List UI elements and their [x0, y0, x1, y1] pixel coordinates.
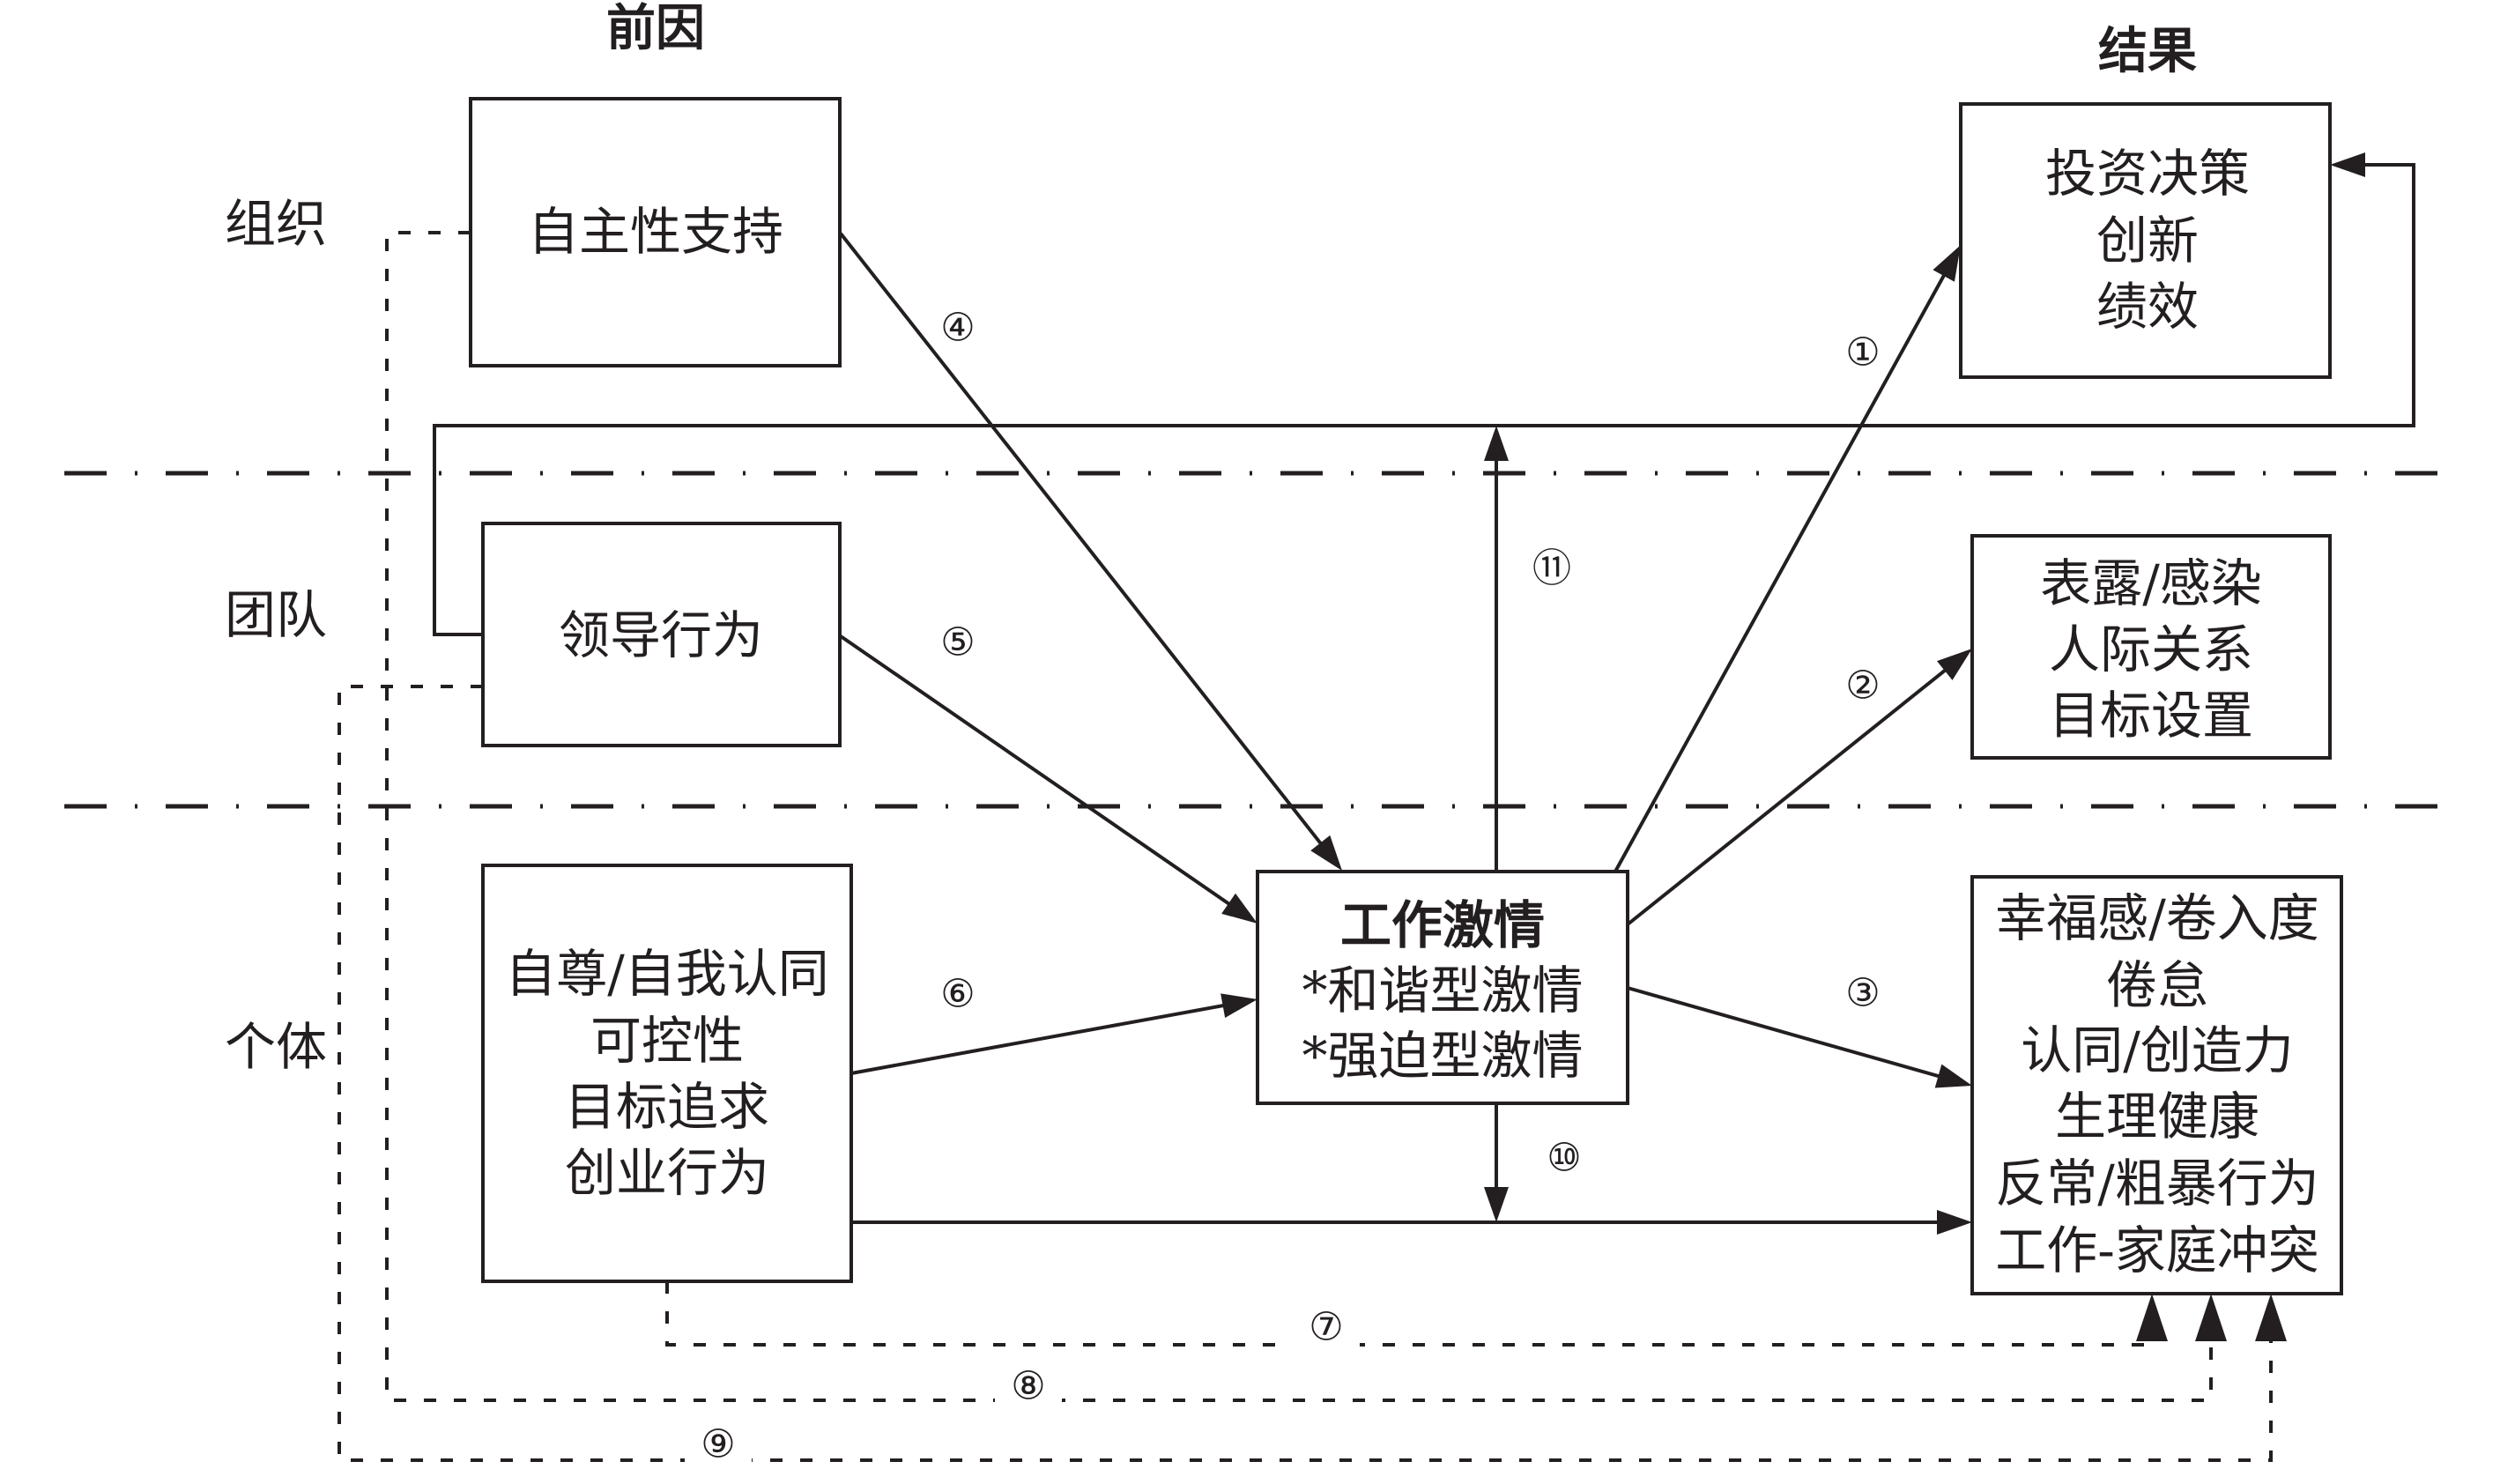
- path-2-arrow-head: [1937, 649, 1972, 680]
- outcome-team-item: 目标设置: [2049, 686, 2253, 746]
- path-label-7: ⑦: [1309, 1305, 1343, 1350]
- path-label-10: ⑩: [1547, 1136, 1581, 1181]
- path-label-4: ④: [940, 306, 975, 351]
- path-9-dashed: [338, 685, 2273, 1462]
- work-passion-title: 工作激情: [1340, 895, 1545, 955]
- path-label-9: ⑨: [701, 1422, 735, 1467]
- path-label-6: ⑥: [940, 972, 975, 1017]
- level-label-team: 团队: [225, 585, 327, 645]
- feedback-loop-line: [433, 163, 2415, 636]
- path-label-8-backdrop: [995, 1358, 1062, 1414]
- individual-antecedent-item: 可控性: [590, 1011, 744, 1071]
- path-4-arrow: [839, 232, 1328, 851]
- box-leadership-behavior: 领导行为: [481, 522, 842, 747]
- path-6-arrow-head: [1220, 993, 1258, 1018]
- individual-antecedent-item: 创业行为: [565, 1143, 769, 1203]
- path-label-1: ①: [1845, 330, 1880, 375]
- path-2-arrow: [1626, 664, 1953, 926]
- box-outcomes-organization: 投资决策 创新 绩效: [1959, 102, 2332, 379]
- box-autonomy-support-line: 自主性支持: [528, 202, 783, 262]
- path-5-arrow: [839, 634, 1237, 910]
- path-5-arrow-head: [1221, 893, 1258, 924]
- path-label-11: ⑪: [1532, 546, 1571, 591]
- path-label-3: ③: [1845, 971, 1880, 1016]
- individual-antecedent-item: 自尊/自我认同: [505, 944, 829, 1004]
- outcome-organization-item: 投资决策: [2045, 144, 2250, 204]
- path-4-arrow-head: [1310, 835, 1342, 871]
- column-header-antecedents: 前因: [606, 0, 705, 57]
- path-11-arrow-head: [1484, 426, 1509, 461]
- outcome-individual-item: 幸福感/卷入度: [1995, 888, 2319, 948]
- outcome-individual-item: 生理健康: [2055, 1087, 2259, 1146]
- outcome-individual-item: 反常/粗暴行为: [1995, 1154, 2319, 1213]
- outcome-organization-item: 绩效: [2096, 277, 2199, 337]
- feedback-loop-head: [2330, 152, 2365, 177]
- path-labels: ① ② ③ ④ ⑤ ⑥ ⑦ ⑧ ⑨ ⑩ ⑪: [685, 306, 1881, 1473]
- work-passion-type-harmonious: *和谐型激情: [1302, 961, 1583, 1020]
- path-6-arrow: [850, 1002, 1232, 1075]
- box-leadership-behavior-line: 领导行为: [559, 605, 763, 665]
- level-label-individual: 个体: [225, 1017, 327, 1077]
- path-label-7-backdrop: [1293, 1299, 1360, 1355]
- path-label-2: ②: [1845, 664, 1880, 709]
- path-7-dashed: [665, 1281, 2154, 1347]
- outcome-individual-item: 认同/创造力: [2021, 1020, 2294, 1080]
- outcome-individual-item: 倦怠: [2106, 955, 2208, 1015]
- box-outcomes-team: 表露/感染 人际关系 目标设置: [1970, 534, 2332, 760]
- path-8-head: [2195, 1294, 2227, 1341]
- box-individual-antecedents: 自尊/自我认同 可控性 目标追求 创业行为: [481, 864, 853, 1283]
- path-1-arrow-head: [1933, 245, 1961, 282]
- path-10-arrow-head: [1484, 1187, 1509, 1222]
- path-3-arrow-head: [1934, 1064, 1972, 1088]
- outcome-organization-item: 创新: [2096, 211, 2199, 271]
- path-1-arrow: [1614, 267, 1950, 872]
- path-7-head: [2136, 1294, 2168, 1341]
- path-label-5: ⑤: [940, 620, 975, 665]
- outcome-team-item: 表露/感染: [2040, 553, 2262, 613]
- column-header-outcomes: 结果: [2098, 22, 2197, 80]
- outcome-team-item: 人际关系: [2049, 620, 2253, 679]
- individual-direct-arrow-head: [1937, 1210, 1972, 1235]
- connectors: [338, 152, 2415, 1462]
- outcome-individual-item: 工作-家庭冲突: [1995, 1221, 2319, 1280]
- individual-antecedent-item: 目标追求: [565, 1077, 769, 1137]
- work-passion-type-obsessive: *强迫型激情: [1302, 1026, 1583, 1086]
- path-label-9-backdrop: [685, 1416, 752, 1473]
- box-autonomy-support: 自主性支持: [469, 97, 842, 367]
- path-3-arrow: [1627, 986, 1947, 1080]
- path-9-head: [2255, 1294, 2287, 1341]
- box-work-passion: 工作激情 *和谐型激情 *强迫型激情: [1256, 870, 1629, 1105]
- level-label-organization: 组织: [225, 194, 327, 254]
- box-outcomes-individual: 幸福感/卷入度 倦怠 认同/创造力 生理健康 反常/粗暴行为 工作-家庭冲突: [1970, 875, 2343, 1295]
- path-label-8: ⑧: [1011, 1364, 1045, 1409]
